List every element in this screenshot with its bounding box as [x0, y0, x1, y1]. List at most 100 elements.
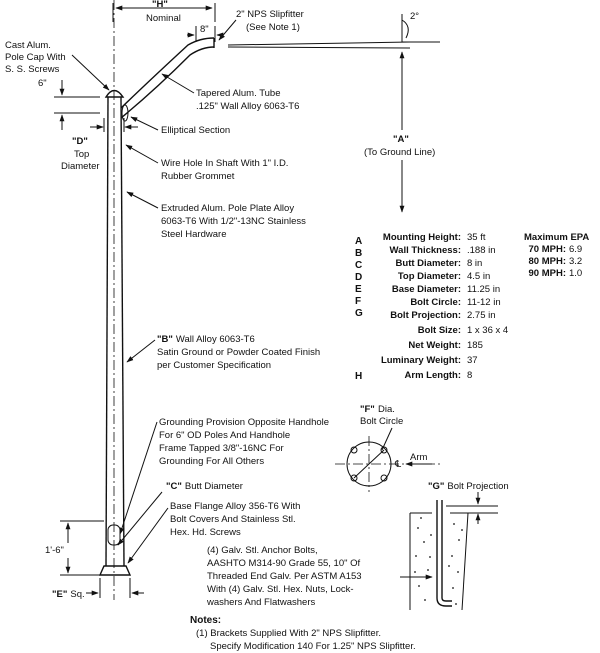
epa-70-value: 6.9 [569, 244, 582, 255]
bolt-circle-view: "F" Dia. Bolt Circle ℄ Arm [335, 404, 440, 492]
spec-label: Net Weight: [408, 340, 461, 351]
spec-label: Top Diameter: [398, 271, 461, 282]
pole-cap-label-2: Pole Cap With [5, 52, 66, 63]
anchor-label-2: AASHTO M314-90 Grade 55, 10" Of [207, 558, 361, 569]
c-dim-label: "C" [166, 481, 182, 492]
spec-letter: F [355, 296, 361, 307]
anchor-bolt-detail: "G"Bolt Projection [409, 481, 509, 611]
ground-label-2: For 6" OD Poles And Handhole [159, 430, 290, 441]
base-flange-label-3: Hex. Hd. Screws [170, 527, 241, 538]
note-1: (1) Brackets Supplied With 2" NPS Slipfi… [196, 628, 381, 639]
pole-shaft [98, 0, 132, 600]
c-butt-label: "C"Butt Diameter [166, 481, 243, 492]
c-dim-text: Butt Diameter [185, 481, 243, 492]
one-six-dimension: 1'-6" [45, 520, 104, 576]
spec-value: 185 [467, 340, 483, 351]
spec-letter: C [355, 260, 362, 271]
e-dim-label: "E" [52, 589, 67, 600]
spec-value: 8 [467, 370, 472, 381]
base-flange-label-2: Bolt Covers And Stainless Stl. [170, 514, 296, 525]
arm-label: Arm [410, 452, 428, 463]
elliptical-label: Elliptical Section [161, 125, 230, 136]
h-dim-label: "H" [152, 0, 168, 10]
spec-label: Bolt Projection: [390, 310, 461, 321]
ground-label-4: Grounding For All Others [159, 456, 264, 467]
base-flange-label-1: Base Flange Alloy 356-T6 With [170, 501, 300, 512]
a-ground-label: (To Ground Line) [364, 147, 435, 158]
spec-value: 11-12 in [467, 297, 501, 308]
d-dimension: "D" Top Diameter [61, 118, 138, 172]
epa-80-label: 80 MPH: [529, 256, 566, 267]
g-bolt-projection-label: "G"Bolt Projection [428, 481, 509, 492]
b-wall-label-2: Satin Ground or Powder Coated Finish [157, 347, 320, 358]
h-nominal-label: Nominal [146, 13, 181, 24]
spec-letter: G [355, 308, 363, 319]
e-dim-text: Sq. [70, 589, 84, 600]
note-2: Specify Modification 140 For 1.25" NPS S… [210, 641, 416, 652]
slipfitter-label-1: 2" NPS Slipfitter [236, 9, 304, 20]
spec-letter: B [355, 248, 362, 259]
ground-label-3: Frame Tapped 3/8"-16NC For [159, 443, 284, 454]
epa-90-label: 90 MPH: [529, 268, 566, 279]
wire-hole-label-2: Rubber Grommet [161, 171, 235, 182]
spec-value: .188 in [467, 245, 496, 256]
tube-label-1: Tapered Alum. Tube [196, 88, 281, 99]
spec-letter: E [355, 284, 362, 295]
b-wall-label-3: per Customer Specification [157, 360, 271, 371]
e-dimension: "E"Sq. [52, 578, 144, 600]
d-top-label: Top [74, 149, 89, 160]
spec-value: 1 x 36 x 4 [467, 325, 508, 336]
spec-label: Luminary Weight: [381, 355, 461, 366]
notes-title: Notes: [190, 615, 221, 626]
e-sq-label: "E"Sq. [52, 589, 85, 600]
epa-title: Maximum EPA [524, 232, 589, 243]
spec-value: 11.25 in [467, 284, 500, 295]
a-dimension: "A" (To Ground Line) [364, 51, 435, 213]
centerline-symbol: ℄ [394, 459, 402, 470]
notes: Notes: (1) Brackets Supplied With 2" NPS… [190, 615, 416, 652]
anchor-label-5: washers And Flatwashers [206, 597, 315, 608]
b-dim-label: "B" [157, 334, 173, 345]
concrete-speckles [414, 517, 463, 605]
pole-plate-label-2: 6063-T6 With 1/2"-13NC Stainless [161, 216, 306, 227]
a-dim-label: "A" [393, 134, 409, 145]
spec-value: 4.5 in [467, 271, 490, 282]
pole-plate-label-3: Steel Hardware [161, 229, 226, 240]
eight-inch-label: 8" [200, 24, 209, 35]
spec-value: 37 [467, 355, 478, 366]
spec-value: 2.75 in [467, 310, 496, 321]
f-bolt-circle-label: Bolt Circle [360, 416, 403, 427]
spec-label: Butt Diameter: [396, 258, 461, 269]
g-dim-label: "G" [428, 481, 444, 492]
spec-value: 35 ft [467, 232, 486, 243]
spec-label: Mounting Height: [383, 232, 461, 243]
g-dim-text: Bolt Projection [447, 481, 508, 492]
one-six-label: 1'-6" [45, 545, 64, 556]
anchor-label-1: (4) Galv. Stl. Anchor Bolts, [207, 545, 318, 556]
anchor-label-3: Threaded End Galv. Per ASTM A153 [207, 571, 362, 582]
pole-cap-label-3: S. S. Screws [5, 64, 60, 75]
wire-hole-label-1: Wire Hole In Shaft With 1" I.D. [161, 158, 288, 169]
epa-90-value: 1.0 [569, 268, 582, 279]
epa-80-value: 3.2 [569, 256, 582, 267]
six-inch-dimension: 6" [38, 78, 100, 130]
pole-plate-label-1: Extruded Alum. Pole Plate Alloy [161, 203, 294, 214]
six-inch-label: 6" [38, 78, 47, 89]
d-dim-label: "D" [72, 136, 88, 147]
h-dimension: "H" Nominal [112, 0, 216, 24]
spec-label: Arm Length: [405, 370, 461, 381]
f-dim-label: "F" [360, 404, 375, 415]
tube-label-2: .125" Wall Alloy 6063-T6 [196, 101, 299, 112]
spec-label: Bolt Circle: [410, 297, 461, 308]
b-wall-text: Wall Alloy 6063-T6 [176, 334, 255, 345]
d-diameter-label: Diameter [61, 161, 100, 172]
pole-cap-label-1: Cast Alum. [5, 40, 51, 51]
spec-letter: H [355, 371, 362, 382]
mount-angle: 2° [227, 11, 440, 49]
spec-label: Base Diameter: [392, 284, 461, 295]
spec-label: Wall Thickness: [390, 245, 461, 256]
anchor-label-4: With (4) Galv. Stl. Hex. Nuts, Lock- [207, 584, 354, 595]
f-dia-label: Dia. [378, 404, 395, 415]
